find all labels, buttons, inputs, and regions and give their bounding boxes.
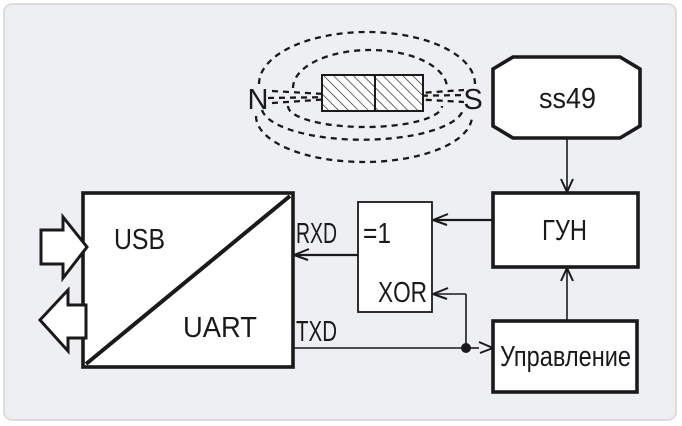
wire-rxd <box>293 248 358 261</box>
txd-label: TXD <box>296 316 337 348</box>
usb-uart-diagonal <box>84 194 292 366</box>
rxd-label: RXD <box>296 218 337 250</box>
arrow-left-icon <box>432 287 449 300</box>
control-block <box>491 319 639 394</box>
uart-label: UART <box>183 312 257 344</box>
wire-txd <box>293 287 494 354</box>
south-pole-label: S <box>463 84 482 116</box>
field-line <box>257 30 477 85</box>
usb-in-arrow-icon <box>39 212 89 283</box>
xor-label: =1 <box>363 218 391 250</box>
arrow-left-icon <box>432 213 449 226</box>
hall-sensor-block <box>491 55 642 140</box>
arrow-left-icon <box>293 248 310 261</box>
wire-sensor-to-vco <box>560 138 574 193</box>
magnet <box>321 74 424 112</box>
control-label: Управление <box>500 341 631 373</box>
xor-block <box>357 201 433 313</box>
field-line <box>254 115 474 164</box>
vco-label: ГУН <box>542 215 587 247</box>
hall-sensor-label: ss49 <box>539 83 596 115</box>
usb-label: USB <box>114 224 165 256</box>
wire-vco-to-xor <box>432 213 493 226</box>
arrow-right-icon <box>478 341 494 354</box>
xor-type-label: XOR <box>378 277 427 309</box>
usb-uart-block: USB UART <box>81 191 295 369</box>
usb-out-arrow-icon <box>37 286 88 355</box>
arrow-up-icon <box>560 267 574 282</box>
magnet-body <box>321 74 424 112</box>
magnetic-field-lines <box>254 30 477 164</box>
north-pole-label: N <box>248 84 269 116</box>
wire-control-to-vco <box>560 267 574 321</box>
field-line <box>291 48 449 89</box>
vco-block <box>491 191 640 269</box>
field-line <box>286 105 444 129</box>
arrow-down-icon <box>560 178 574 193</box>
